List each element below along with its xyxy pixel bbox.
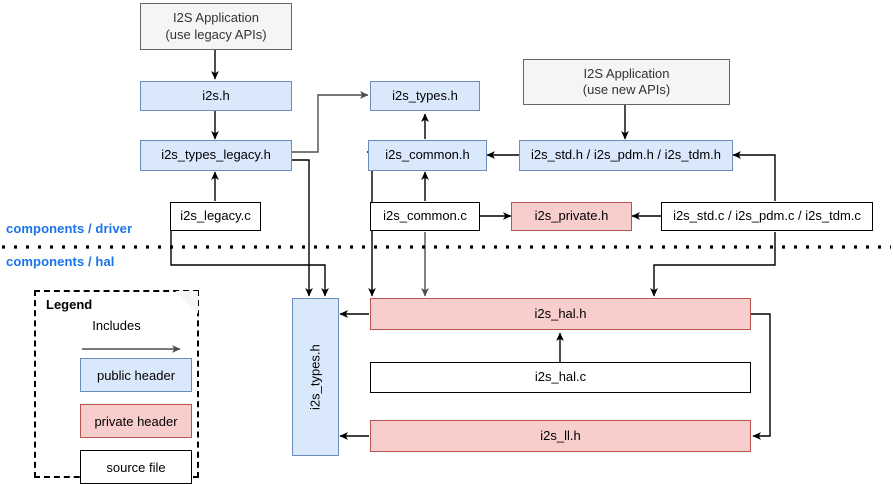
- node-i2s-std-c[interactable]: i2s_std.c / i2s_pdm.c / i2s_tdm.c: [661, 202, 873, 231]
- node-i2s-std-h[interactable]: i2s_std.h / i2s_pdm.h / i2s_tdm.h: [519, 140, 733, 171]
- node-i2s-h[interactable]: i2s.h: [140, 81, 292, 111]
- node-i2s-private-h[interactable]: i2s_private.h: [511, 202, 632, 231]
- edge-types-legacy-to-types-h-hal: [292, 159, 313, 297]
- legend-fold-corner: [175, 291, 198, 314]
- legend-title: Legend: [46, 297, 93, 312]
- legend-key-public-header: public header: [80, 358, 192, 392]
- node-i2s-legacy-c[interactable]: i2s_legacy.c: [170, 202, 261, 231]
- node-i2s-common-c[interactable]: i2s_common.c: [370, 202, 480, 231]
- node-i2s-hal-c[interactable]: i2s_hal.c: [370, 362, 751, 393]
- edge-types-legacy-to-types-h: [292, 91, 369, 153]
- node-app-new-line1: I2S Application: [583, 65, 670, 81]
- node-app-legacy-line2: (use legacy APIs): [165, 26, 267, 42]
- node-app-legacy[interactable]: I2S Application (use legacy APIs): [140, 3, 292, 50]
- node-i2s-types-h-hal[interactable]: i2s_types.h: [292, 298, 339, 456]
- edge-hal-h-to-ll-h: [751, 313, 771, 440]
- zone-label-driver: components / driver: [6, 221, 133, 236]
- node-i2s-types-h-top[interactable]: i2s_types.h: [370, 81, 480, 111]
- edge-std-c-to-hal-h: [650, 232, 776, 297]
- node-app-legacy-line1: I2S Application: [172, 10, 259, 26]
- node-i2s-types-legacy-h[interactable]: i2s_types_legacy.h: [140, 140, 292, 171]
- legend-key-private-header: private header: [80, 404, 192, 438]
- edge-std-c-to-std-h: [732, 151, 776, 201]
- node-app-new[interactable]: I2S Application (use new APIs): [523, 59, 730, 105]
- legend-includes-label: Includes: [92, 318, 141, 333]
- legend-panel: Legend Includes public header private he…: [34, 290, 199, 484]
- node-app-new-line2: (use new APIs): [582, 82, 671, 97]
- legend-includes-arrow-icon: [82, 345, 181, 353]
- node-i2s-hal-h[interactable]: i2s_hal.h: [370, 298, 751, 330]
- legend-key-source-file: source file: [80, 450, 192, 484]
- zone-label-hal: components / hal: [6, 254, 115, 269]
- node-i2s-common-h[interactable]: i2s_common.h: [368, 140, 487, 171]
- node-i2s-ll-h[interactable]: i2s_ll.h: [370, 420, 751, 452]
